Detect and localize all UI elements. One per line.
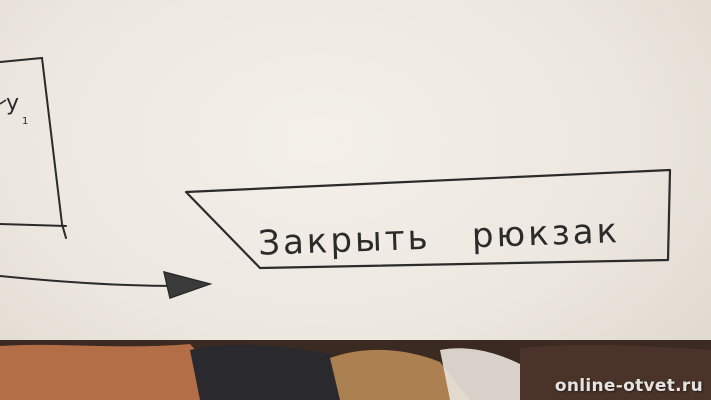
process-block-left: y 1 bbox=[0, 56, 67, 239]
dash-mark bbox=[0, 99, 7, 105]
arrowhead-icon bbox=[162, 270, 213, 299]
end-block-label: Закрыть рюкзак bbox=[257, 211, 620, 264]
left-block-subscript: 1 bbox=[22, 116, 28, 127]
connector-arrow bbox=[0, 270, 213, 299]
end-block: Закрыть рюкзак bbox=[184, 168, 672, 270]
photo-background bbox=[0, 340, 711, 400]
left-block-label: y bbox=[6, 91, 19, 116]
site-watermark: online-otvet.ru bbox=[554, 376, 703, 396]
